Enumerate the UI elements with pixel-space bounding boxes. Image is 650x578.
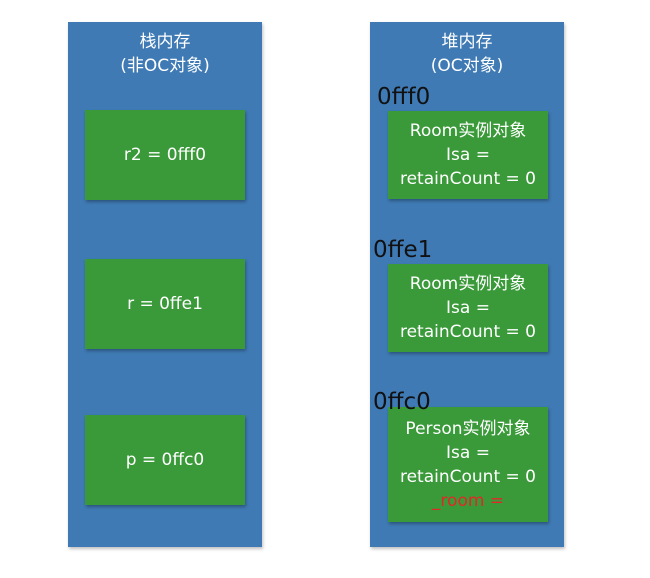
- address-label-0ffc0: 0ffc0: [373, 389, 431, 415]
- stack-title-line1: 栈内存: [139, 32, 191, 52]
- address-label-0fff0: 0fff0: [377, 84, 431, 110]
- stack-title: 栈内存 (非OC对象): [68, 30, 262, 78]
- heap-object-person-room: _room =: [431, 490, 505, 511]
- heap-object-room-2-isa: Isa =: [446, 298, 490, 318]
- heap-object-room-1-isa: Isa =: [446, 145, 490, 165]
- heap-object-person-isa: Isa =: [446, 442, 490, 463]
- heap-title-line1: 堆内存: [441, 32, 493, 52]
- heap-object-room-2-retain: retainCount = 0: [399, 322, 536, 342]
- heap-object-person-title: Person实例对象: [405, 418, 531, 439]
- stack-variable-p-text: p = 0ffc0: [125, 450, 205, 470]
- heap-object-room-1: Room实例对象 Isa = retainCount = 0: [388, 111, 548, 199]
- heap-object-person-retain: retainCount = 0: [399, 466, 536, 487]
- heap-object-room-2-title: Room实例对象: [409, 274, 527, 294]
- stack-memory-column: 栈内存 (非OC对象) r2 = 0fff0 r = 0ffe1 p = 0ff…: [68, 22, 262, 547]
- heap-object-room-1-title: Room实例对象: [409, 121, 527, 141]
- stack-title-line2: (非OC对象): [120, 56, 210, 76]
- stack-variable-r2-text: r2 = 0fff0: [123, 145, 207, 165]
- heap-object-room-2: Room实例对象 Isa = retainCount = 0: [388, 264, 548, 352]
- heap-memory-column: 堆内存 (OC对象) Room实例对象 Isa = retainCount = …: [370, 22, 564, 547]
- stack-variable-r-text: r = 0ffe1: [127, 294, 203, 314]
- stack-variable-p: p = 0ffc0: [85, 415, 245, 505]
- address-label-0ffe1: 0ffe1: [373, 237, 433, 263]
- heap-object-person: Person实例对象 Isa = retainCount = 0 _room =: [388, 407, 548, 522]
- heap-title: 堆内存 (OC对象): [370, 30, 564, 78]
- stack-variable-r: r = 0ffe1: [85, 259, 245, 349]
- heap-object-room-1-retain: retainCount = 0: [399, 169, 536, 189]
- heap-title-line2: (OC对象): [430, 56, 504, 76]
- stack-variable-r2: r2 = 0fff0: [85, 110, 245, 200]
